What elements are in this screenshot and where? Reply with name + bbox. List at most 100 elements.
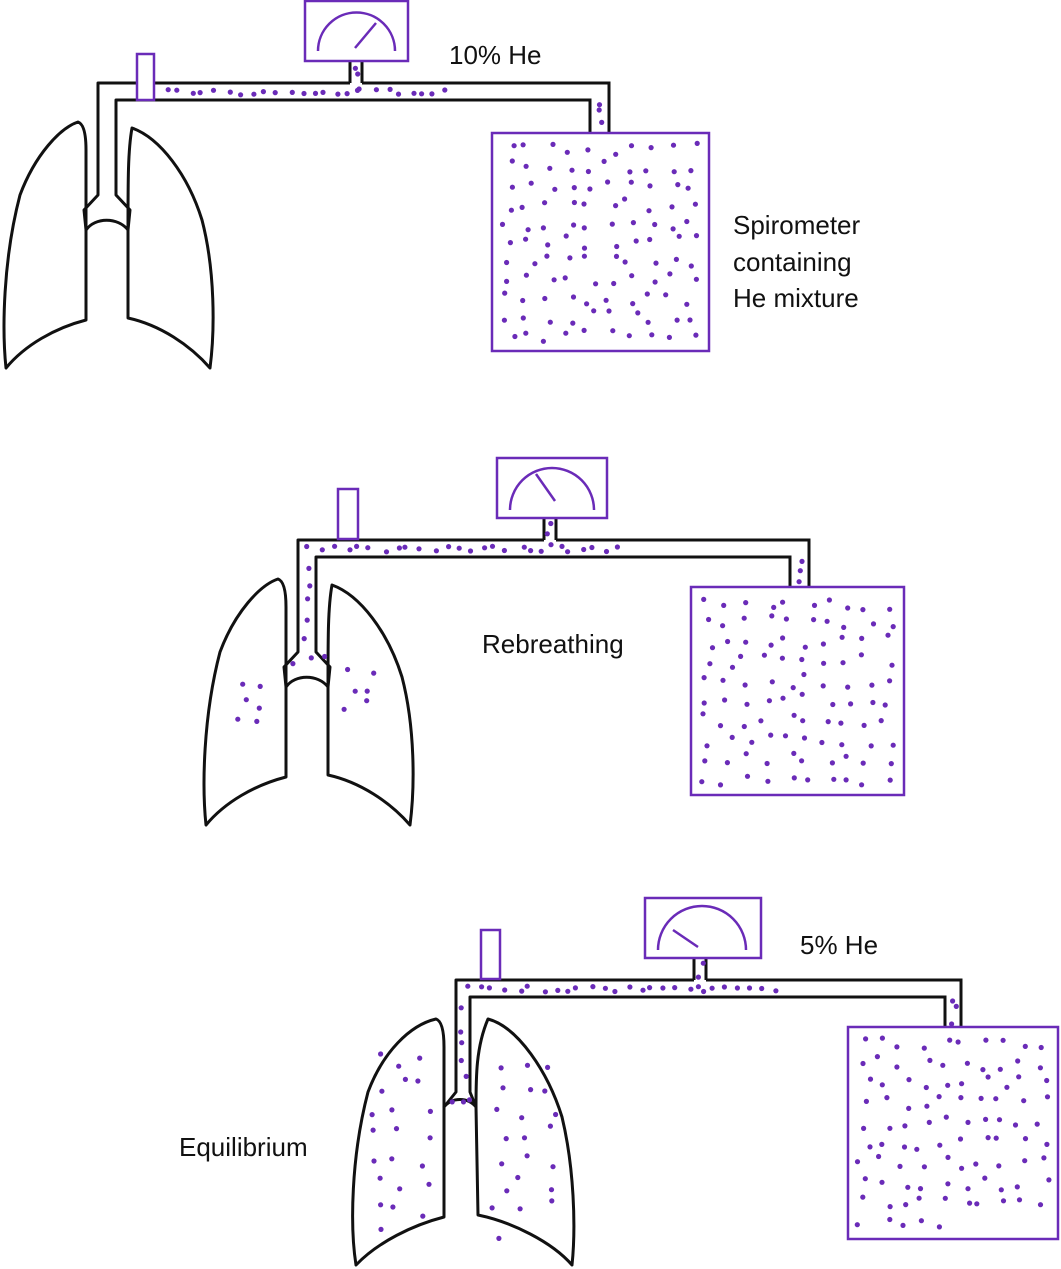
helium-dot — [562, 275, 568, 281]
helium-dot — [771, 604, 777, 610]
helium-dot — [509, 158, 515, 164]
left-lung — [202, 577, 288, 827]
helium-dot — [611, 280, 617, 287]
left-lung — [351, 1017, 446, 1267]
co2-absorber — [336, 487, 360, 541]
helium-dot — [489, 543, 496, 549]
helium-dots — [596, 102, 605, 125]
helium-dot — [509, 184, 515, 190]
helium-dot — [973, 1161, 979, 1167]
helium-dot — [888, 761, 894, 767]
helium-dots — [352, 65, 362, 92]
helium-dot — [622, 196, 628, 202]
helium-dots — [854, 1035, 1052, 1230]
helium-dot — [581, 225, 587, 231]
helium-dot — [780, 695, 786, 701]
gauge-reading-label: 5% He — [800, 930, 878, 960]
helium-dot — [332, 543, 338, 549]
helium-dot — [555, 987, 561, 993]
helium-dot — [998, 1187, 1004, 1193]
helium-dot — [419, 91, 425, 97]
trachea — [82, 81, 134, 232]
helium-dot — [839, 634, 845, 640]
helium-dot — [542, 1088, 548, 1094]
helium-dot — [371, 670, 377, 676]
helium-dot — [520, 142, 526, 148]
helium-dot — [308, 655, 314, 661]
helium-dot — [894, 1044, 900, 1050]
helium-dot — [515, 1174, 521, 1181]
helium-dot — [524, 1153, 530, 1159]
helium-dot — [980, 1067, 986, 1073]
spirometer — [846, 1025, 1060, 1241]
helium-dot — [695, 974, 701, 980]
helium-dot — [695, 984, 701, 990]
helium-dot — [950, 998, 956, 1004]
helium-dot — [613, 253, 620, 259]
helium-dot — [791, 775, 797, 781]
helium-dot — [545, 242, 551, 248]
helium-dot — [801, 735, 808, 741]
helium-dot — [887, 678, 893, 684]
helium-dot — [290, 661, 296, 667]
helium-dot — [626, 333, 632, 339]
helium-dot — [210, 87, 217, 93]
helium-dot — [1021, 1098, 1027, 1104]
helium-dot — [552, 186, 558, 192]
helium-dot — [867, 1076, 874, 1082]
helium-dot — [940, 1062, 946, 1068]
helium-dot — [707, 661, 713, 667]
helium-dot — [869, 682, 875, 688]
helium-dot — [502, 987, 508, 993]
helium-dots — [369, 1051, 433, 1232]
helium-dot — [830, 701, 836, 708]
helium-dot — [906, 1105, 912, 1111]
helium-dot — [589, 544, 595, 551]
helium-dot — [591, 308, 597, 314]
helium-dot — [609, 221, 615, 227]
helium-dot — [647, 236, 653, 243]
helium-dot — [947, 1037, 953, 1043]
helium-dot — [672, 985, 678, 991]
helium-dot — [442, 87, 448, 93]
helium-dot — [848, 701, 854, 707]
helium-dot — [766, 698, 773, 704]
helium-dot — [499, 221, 506, 227]
helium-dot — [860, 607, 866, 613]
helium-dot — [861, 722, 867, 728]
helium-dot — [974, 1201, 980, 1207]
helium-dot — [402, 1076, 408, 1082]
helium-dot — [486, 985, 492, 991]
helium-dot — [585, 147, 591, 153]
helium-dot — [1037, 1202, 1044, 1208]
helium-dot — [364, 688, 370, 694]
helium-dot — [894, 1064, 900, 1070]
helium-dot — [602, 985, 608, 991]
helium-dot — [964, 1060, 971, 1066]
helium-dot — [769, 613, 775, 619]
helium-dot — [542, 200, 548, 206]
helium-dot — [251, 91, 257, 97]
helium-dot — [805, 777, 811, 783]
helium-dots — [290, 653, 328, 667]
helium-dot — [1037, 1065, 1043, 1071]
helium-dot — [700, 711, 706, 717]
helium-dot — [427, 1135, 433, 1141]
helium-dot — [1012, 1122, 1019, 1128]
helium-dot — [411, 90, 417, 96]
helium-dot — [648, 145, 654, 151]
helium-dot — [902, 1123, 908, 1129]
helium-dots — [235, 681, 263, 724]
helium-dot — [426, 1181, 432, 1187]
helium-dot — [433, 548, 439, 554]
helium-dots — [458, 1005, 469, 1079]
helium-dot — [548, 542, 554, 548]
helium-dot — [466, 1097, 473, 1103]
helium-dot — [301, 636, 307, 642]
helium-analyzer-gauge — [643, 896, 763, 980]
helium-dots — [165, 86, 448, 98]
helium-dots — [341, 666, 377, 712]
helium-dot — [884, 1095, 890, 1101]
helium-dot — [395, 91, 402, 97]
